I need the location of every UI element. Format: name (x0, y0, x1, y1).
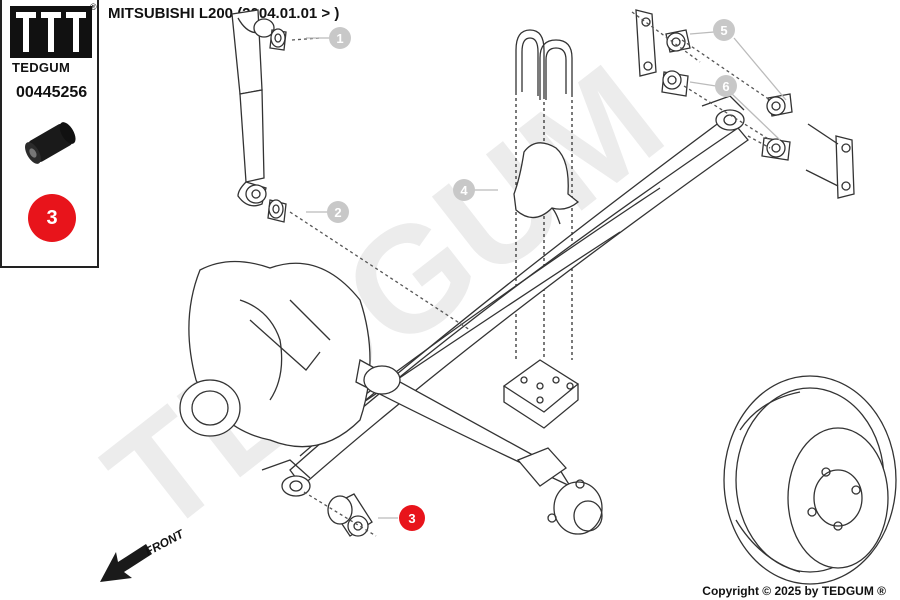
callout-3[interactable]: 3 (378, 505, 425, 531)
callout-5-label: 5 (720, 23, 727, 38)
callout-2[interactable]: 2 (306, 201, 349, 223)
bushing-part-5 (665, 29, 793, 117)
u-bolts (515, 29, 573, 360)
callout-3-label: 3 (408, 511, 415, 526)
axle-differential (179, 260, 572, 488)
bushing-part-1 (269, 28, 287, 51)
callout-1-label: 1 (336, 31, 343, 46)
callout-6-label: 6 (722, 79, 729, 94)
copyright-notice: Copyright © 2025 by TEDGUM ® (702, 584, 886, 598)
shock-absorber (231, 9, 275, 207)
axle-hub (516, 447, 603, 535)
callout-1[interactable]: 1 (306, 27, 351, 49)
callout-5[interactable]: 5 (689, 19, 787, 101)
callout-4-label: 4 (460, 183, 468, 198)
bushing-part-3 (327, 493, 373, 537)
selected-callout-badge: 3 (28, 194, 76, 242)
callout-6[interactable]: 6 (689, 75, 781, 141)
part-number: 00445256 (16, 84, 88, 101)
bump-stop-part-4 (513, 142, 580, 225)
bushing-part-2 (267, 199, 287, 223)
spring-seat-plate (502, 359, 580, 429)
callout-2-label: 2 (334, 205, 341, 220)
wheel-tire (723, 375, 897, 585)
spring-shackle (635, 9, 855, 199)
bushing-part-6 (661, 70, 791, 161)
vehicle-title: MITSUBISHI L200 (2004.01.01 > ) (108, 5, 340, 22)
part-info-panel: ® TEDGUM 00445256 3 (0, 0, 99, 268)
brand-name: TEDGUM (12, 60, 71, 75)
callout-4[interactable]: 4 (453, 179, 498, 201)
registered-mark: ® (90, 2, 97, 12)
tedgum-logo-icon (10, 6, 92, 58)
watermark-text: TEDGUM (76, 33, 692, 566)
bushing-thumbnail-icon (25, 122, 76, 164)
assembly-guide-lines (289, 11, 771, 537)
